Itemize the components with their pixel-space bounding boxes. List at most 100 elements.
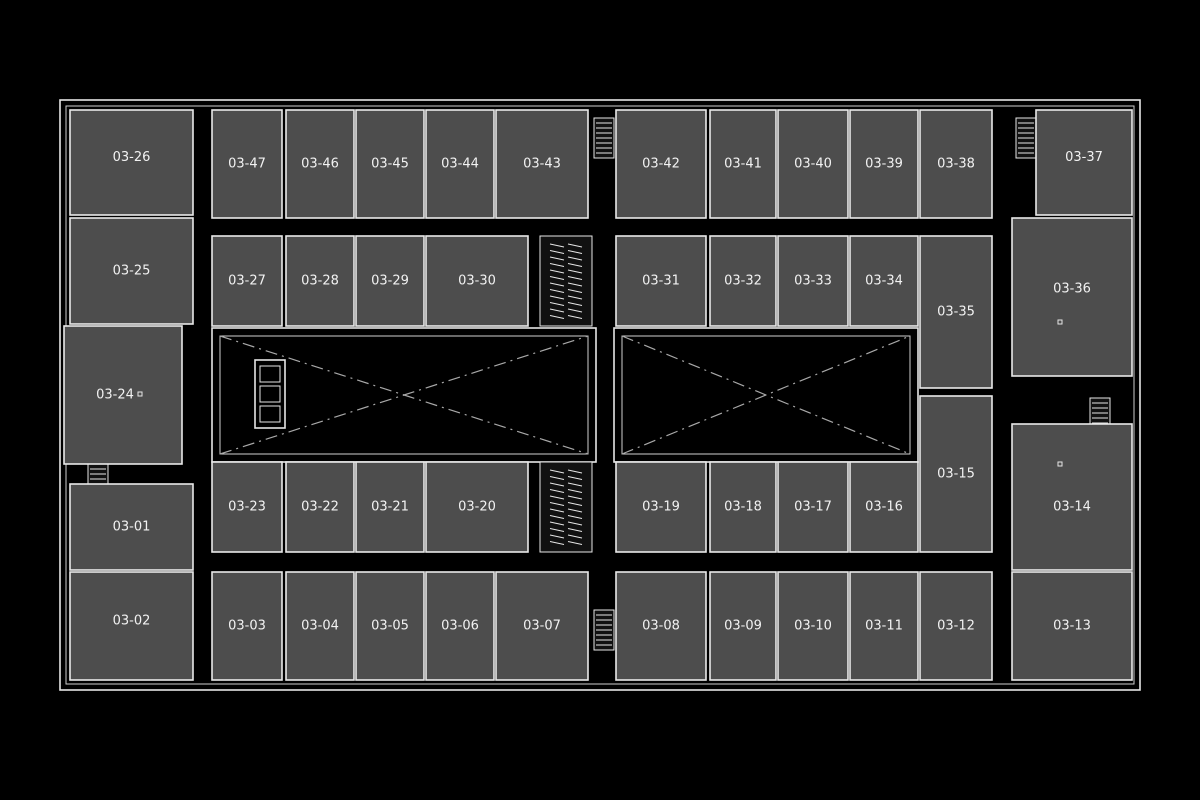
- escalator-tread: [567, 256, 583, 261]
- unit-03-35: 03-35: [919, 235, 993, 389]
- unit-label: 03-39: [865, 157, 903, 172]
- unit-label: 03-36: [1053, 282, 1091, 297]
- escalator-tread: [567, 315, 583, 319]
- escalator-tread: [567, 476, 583, 480]
- unit-03-40: 03-40: [777, 109, 849, 219]
- unit-area: [1011, 217, 1133, 377]
- escalator-tread: [567, 250, 583, 254]
- unit-area: [1011, 423, 1133, 571]
- unit-label: 03-31: [642, 274, 680, 289]
- unit-area: [709, 461, 777, 553]
- unit-03-06: 03-06: [425, 571, 495, 681]
- unit-area: [919, 109, 993, 219]
- escalator-tread: [549, 263, 565, 267]
- escalator-tread: [567, 495, 583, 500]
- unit-label: 03-45: [371, 157, 409, 172]
- unit-03-31: 03-31: [615, 235, 707, 327]
- unit-03-24: 03-24: [63, 325, 183, 465]
- unit-label: 03-15: [937, 467, 975, 482]
- unit-area: [495, 571, 589, 681]
- unit-label: 03-28: [301, 274, 339, 289]
- unit-area: [425, 571, 495, 681]
- unit-03-15: 03-15: [919, 395, 993, 553]
- unit-03-29: 03-29: [355, 235, 425, 327]
- unit-area: [285, 235, 355, 327]
- unit-area: [285, 571, 355, 681]
- escalator-tread: [567, 308, 583, 313]
- unit-area: [919, 235, 993, 389]
- unit-03-25: 03-25: [69, 217, 194, 325]
- unit-label: 03-29: [371, 274, 409, 289]
- unit-label: 03-22: [301, 500, 339, 515]
- escalator-tread: [549, 469, 565, 474]
- escalator-tread: [549, 282, 565, 287]
- unit-area: [69, 571, 194, 681]
- unit-label: 03-24: [96, 388, 134, 403]
- unit-03-08: 03-08: [615, 571, 707, 681]
- unit-area: [355, 109, 425, 219]
- unit-label: 03-06: [441, 619, 479, 634]
- escalator-tread: [549, 476, 565, 480]
- building-outline: [59, 99, 1141, 691]
- unit-label: 03-17: [794, 500, 832, 515]
- escalator-tread: [549, 315, 565, 319]
- escalator-tread: [549, 508, 565, 513]
- unit-label: 03-47: [228, 157, 266, 172]
- escalator-tread: [549, 269, 565, 274]
- escalator-tread: [549, 528, 565, 532]
- escalator-tread: [549, 256, 565, 261]
- unit-label: 03-01: [113, 520, 151, 535]
- unit-area: [211, 461, 283, 553]
- unit-area: [849, 109, 919, 219]
- unit-area: [211, 109, 283, 219]
- escalator-tread: [549, 295, 565, 300]
- unit-label: 03-27: [228, 274, 266, 289]
- unit-area: [919, 395, 993, 553]
- column-marker: [1057, 461, 1063, 467]
- unit-03-14: 03-14: [1011, 423, 1133, 571]
- unit-label: 03-05: [371, 619, 409, 634]
- unit-area: [777, 109, 849, 219]
- unit-03-04: 03-04: [285, 571, 355, 681]
- unit-03-45: 03-45: [355, 109, 425, 219]
- unit-area: [425, 109, 495, 219]
- unit-area: [495, 109, 589, 219]
- unit-area: [615, 235, 707, 327]
- unit-03-41: 03-41: [709, 109, 777, 219]
- escalator-tread: [567, 282, 583, 287]
- unit-label: 03-43: [523, 157, 561, 172]
- unit-area: [777, 235, 849, 327]
- escalator-tread: [567, 243, 583, 248]
- escalator-tread: [549, 276, 565, 280]
- unit-label: 03-42: [642, 157, 680, 172]
- unit-area: [709, 109, 777, 219]
- escalator-tread: [567, 541, 583, 545]
- unit-03-17: 03-17: [777, 461, 849, 553]
- escalator-tread: [549, 289, 565, 293]
- unit-label: 03-11: [865, 619, 903, 634]
- escalator-tread: [567, 263, 583, 267]
- unit-area: [285, 109, 355, 219]
- unit-area: [69, 483, 194, 571]
- unit-03-33: 03-33: [777, 235, 849, 327]
- unit-area: [849, 235, 919, 327]
- escalator-tread: [549, 250, 565, 254]
- unit-03-16: 03-16: [849, 461, 919, 553]
- unit-label: 03-14: [1053, 500, 1091, 515]
- unit-03-19: 03-19: [615, 461, 707, 553]
- unit-label: 03-37: [1065, 150, 1103, 165]
- unit-03-44: 03-44: [425, 109, 495, 219]
- escalator-tread: [567, 295, 583, 300]
- escalator-tread: [567, 515, 583, 519]
- escalator-tread: [549, 489, 565, 493]
- escalator-tread: [549, 482, 565, 487]
- escalator-tread: [549, 521, 565, 526]
- escalator-tread: [549, 502, 565, 506]
- unit-area: [1011, 571, 1133, 681]
- unit-03-47: 03-47: [211, 109, 283, 219]
- unit-label: 03-35: [937, 305, 975, 320]
- unit-03-23: 03-23: [211, 461, 283, 553]
- unit-03-07: 03-07: [495, 571, 589, 681]
